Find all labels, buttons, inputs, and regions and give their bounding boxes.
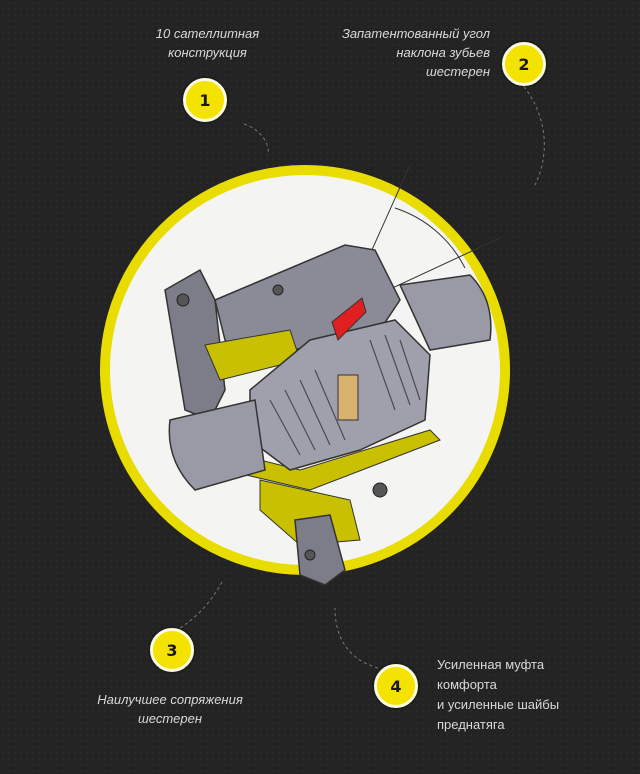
callout-2-line: шестерен — [425, 64, 490, 79]
callout-4-line: комфорта — [437, 677, 497, 692]
callout-2-text: Запатентованный угол наклона зубьев шест… — [290, 24, 490, 81]
callout-3-number: 3 — [166, 640, 178, 660]
callout-4-line: преднатяга — [437, 717, 505, 732]
callout-1-badge: 1 — [183, 78, 227, 122]
callout-4-line: и усиленные шайбы — [437, 697, 560, 712]
callout-1-line: конструкция — [168, 45, 247, 60]
callout-2-line: Запатентованный угол — [341, 26, 490, 41]
callout-3-line: шестерен — [137, 711, 203, 726]
callout-4-text: Усиленная муфта комфорта и усиленные шай… — [437, 655, 627, 735]
leader-line-3 — [179, 581, 223, 629]
callout-4-badge: 4 — [374, 664, 418, 708]
callout-4-number: 4 — [390, 676, 402, 696]
callout-1-number: 1 — [199, 90, 211, 110]
callout-2-badge: 2 — [502, 42, 546, 86]
callout-3-badge: 3 — [150, 628, 194, 672]
callout-3-line: Наилучшее сопряжения — [97, 692, 243, 707]
callout-2-number: 2 — [518, 54, 530, 74]
callout-1-text: 10 сателлитная конструкция — [120, 24, 295, 62]
differential-body — [164, 244, 492, 586]
leader-line-1 — [243, 123, 269, 156]
callout-2-line: наклона зубьев — [396, 45, 490, 60]
callout-1-line: 10 сателлитная — [155, 26, 260, 41]
leader-line-4 — [334, 607, 379, 669]
callout-4-line: Усиленная муфта — [437, 657, 545, 672]
leader-line-2 — [519, 81, 545, 186]
callout-3-text: Наилучшее сопряжения шестерен — [55, 690, 285, 728]
